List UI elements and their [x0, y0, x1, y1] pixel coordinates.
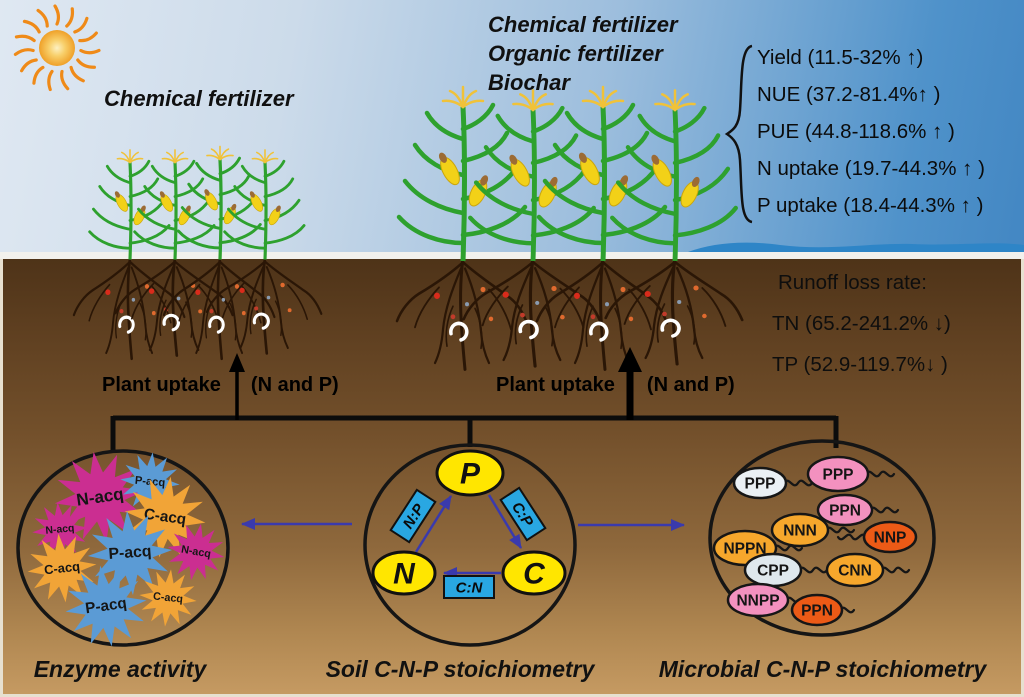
- benefits-list: Yield (11.5-32% ↑) NUE (37.2-81.4%↑ ) PU…: [757, 39, 985, 224]
- microbe: PPN: [816, 493, 900, 527]
- burst-p-acq: P-acq: [84, 507, 176, 599]
- arrow-p-to-c: [487, 494, 523, 549]
- burst-label: N-acq: [45, 523, 75, 536]
- burst-p-acq: P-acq: [59, 559, 153, 653]
- node-p: P: [435, 449, 505, 497]
- burst-c-acq: C-acq: [136, 566, 200, 630]
- corn-plant: [88, 148, 171, 262]
- soil-caption: Soil C-N-P stoichiometry: [325, 656, 595, 682]
- node-label: N: [393, 558, 416, 591]
- uptake-suffix: (N and P): [646, 374, 735, 396]
- microbe-label: NNP: [874, 530, 907, 547]
- ratio-box-cp: C:P: [499, 486, 547, 542]
- benefit-p-uptake: P uptake (18.4-44.3% ↑ ): [757, 194, 984, 217]
- enzyme-bursts: N-acq P-acq C-acq N-acq P-acq N-acq: [24, 445, 230, 653]
- microbe: PPP: [732, 466, 814, 500]
- burst-n-acq: N-acq: [162, 518, 230, 586]
- microbe: PPN: [790, 593, 856, 627]
- runoff-block: Runoff loss rate: TN (65.2-241.2% ↓) TP …: [772, 262, 951, 385]
- uptake-arrow-right: [618, 347, 642, 420]
- burst-label: C-acq: [143, 506, 187, 529]
- burst-label: N-acq: [180, 543, 212, 560]
- corn-plant: [470, 90, 593, 261]
- microbe: PPP: [806, 455, 896, 493]
- microbe-label: CPP: [757, 563, 789, 580]
- uptake-text: Plant uptake: [102, 374, 221, 396]
- enzyme-circle: [16, 449, 230, 647]
- microbe: CNN: [825, 552, 911, 588]
- ratio-box-np: N:P: [389, 488, 437, 544]
- benefit-pue: PUE (44.8-118.6% ↑ ): [757, 120, 955, 143]
- corn-plants-left: [88, 144, 306, 262]
- runoff-title: Runoff loss rate:: [778, 271, 927, 294]
- left-plot-title: Chemical fertilizer: [104, 86, 294, 111]
- root-systems: [72, 256, 745, 372]
- node-label: C: [523, 558, 546, 591]
- node-c: C: [501, 550, 567, 596]
- microbe-label: PPN: [801, 603, 833, 620]
- microbe-label: NPPN: [723, 541, 766, 558]
- corn-plant: [612, 90, 735, 261]
- corn-plant: [399, 87, 525, 261]
- microbe: NNPP: [726, 582, 802, 618]
- plant-uptake-label-right: Plant uptake (N and P): [496, 374, 735, 397]
- burst-n-acq: N-acq: [48, 445, 152, 549]
- benefit-n-uptake: N uptake (19.7-44.3% ↑ ): [757, 157, 985, 180]
- node-n: N: [371, 550, 437, 596]
- node-label: P: [460, 458, 481, 491]
- burst-label: P-acq: [108, 543, 152, 563]
- burst-label: C-acq: [43, 559, 80, 578]
- right-plot-title: Chemical fertilizer Organic fertilizer B…: [488, 10, 678, 97]
- corn-plants-right: [399, 87, 736, 261]
- microbe-label: NNN: [783, 523, 817, 540]
- runoff-tp: TP (52.9-119.7%↓ ): [772, 353, 948, 376]
- benefit-nue: NUE (37.2-81.4%↑ ): [757, 83, 941, 106]
- burst-label: P-acq: [84, 595, 128, 618]
- right-title-line2: Organic fertilizer: [488, 41, 663, 66]
- runoff-tn: TN (65.2-241.2% ↓): [772, 312, 951, 335]
- microbe-label: PPP: [822, 467, 853, 484]
- microbes: PPP PPP PPN NNN NNP: [712, 455, 918, 627]
- plant-uptake-label-left: Plant uptake (N and P): [102, 374, 339, 397]
- runoff-water: [688, 242, 1024, 252]
- enzyme-caption: Enzyme activity: [33, 656, 207, 682]
- microbe: CPP: [743, 552, 829, 588]
- microbe: NNN: [770, 512, 856, 548]
- uptake-arrow-left: [229, 353, 245, 420]
- microbial-circle: [708, 439, 936, 637]
- benefits-brace: [724, 44, 753, 224]
- sun-icon: [13, 4, 101, 92]
- burst-c-acq: C-acq: [24, 530, 100, 606]
- uptake-suffix: (N and P): [250, 374, 339, 396]
- microbe-label: CNN: [838, 563, 872, 580]
- microbe-label: PPP: [744, 476, 775, 493]
- microbe-label: NNPP: [736, 593, 779, 610]
- microbe-label: PPN: [829, 503, 861, 520]
- microbe: NNP: [836, 520, 918, 554]
- burst-n-acq: N-acq: [29, 499, 91, 561]
- uptake-text: Plant uptake: [496, 374, 615, 396]
- corn-plant: [223, 148, 306, 262]
- arrow-n-to-p: [414, 495, 453, 553]
- benefit-yield: Yield (11.5-32% ↑): [757, 46, 924, 69]
- ratio-box-cn: C:N: [443, 575, 495, 599]
- burst-c-acq: C-acq: [118, 470, 212, 564]
- ratio-label: C:N: [456, 580, 484, 597]
- soil-surface-line: [0, 252, 1024, 259]
- burst-label: C-acq: [152, 590, 183, 605]
- soil-cnp-triangle: N:P C:P C:N P N C: [371, 449, 567, 599]
- microbial-caption: Microbial C-N-P stoichiometry: [658, 656, 987, 682]
- corn-plant: [176, 144, 262, 262]
- right-title-line1: Chemical fertilizer: [488, 12, 678, 37]
- soil-stoichiometry-circle: [363, 443, 577, 647]
- right-title-line3: Biochar: [488, 70, 570, 95]
